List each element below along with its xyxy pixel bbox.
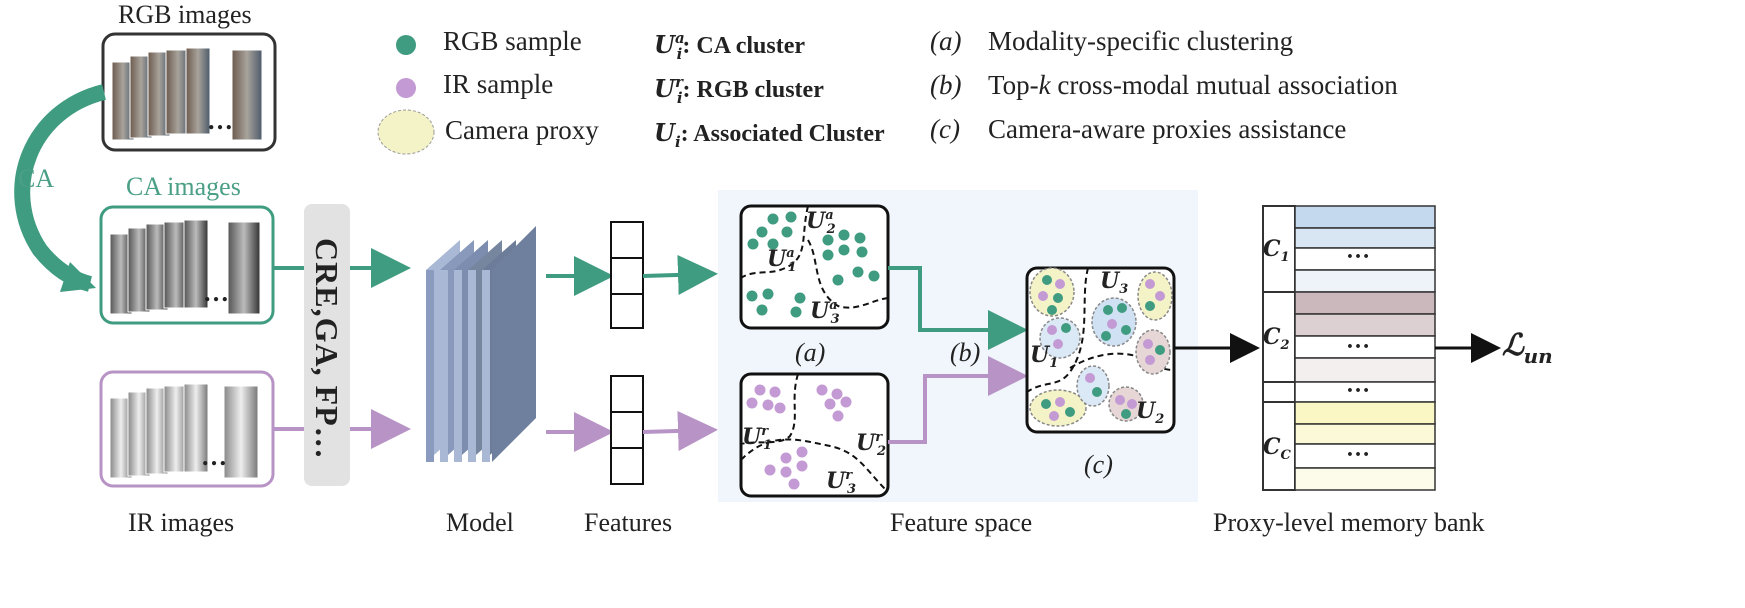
ca-images-title: CA images [126, 172, 241, 201]
legend-a-text: Modality-specific clustering [988, 26, 1294, 56]
features-label: Features [584, 508, 673, 537]
legend-camera-proxy: Camera proxy [445, 115, 599, 145]
legend-c-text: Camera-aware proxies assistance [988, 114, 1347, 144]
loss-label: ℒun [1502, 328, 1553, 368]
rgb-ellipsis: … [207, 106, 233, 135]
feature-to-ir-cluster-arrow [642, 410, 718, 451]
ca-ellipsis: … [203, 278, 229, 307]
ir-ellipsis: … [201, 442, 227, 471]
legend-b-tag: (b) [930, 70, 962, 100]
cluster-label-u2r: Ur2 [856, 430, 887, 459]
cluster-label-u3a: Ua3 [810, 298, 840, 327]
model-label: Model [446, 508, 514, 537]
feature-vector-ca [610, 221, 644, 329]
legend-b-text: Top-k cross-modal mutual association [988, 70, 1398, 100]
cluster-label-u2: U2 [1136, 398, 1165, 427]
memory-cc-label: CC [1263, 434, 1291, 463]
panel-c-label: (c) [1084, 450, 1113, 479]
ca-arrow-head [60, 262, 96, 292]
memory-dots-3: … [1346, 372, 1370, 398]
augmentation-box [304, 204, 350, 486]
cluster-label-u3: U3 [1100, 268, 1129, 297]
panel-b-label: (b) [950, 338, 981, 367]
memory-c2-label: C2 [1263, 324, 1290, 353]
augmentation-label: CRE,GA, FP… [309, 238, 345, 460]
cluster-label-u1r: Ur1 [742, 424, 773, 453]
ca-to-assoc-arrow [888, 266, 1028, 350]
ca-cluster-panel [739, 204, 890, 330]
ir-images-box [99, 370, 275, 488]
legend-a-tag: (a) [930, 26, 962, 56]
legend-ir-dot [396, 78, 416, 98]
cluster-label-u1a: Ua1 [767, 246, 797, 275]
legend-ca-cluster: Uai: CA cluster [654, 29, 806, 63]
ir-images-title: IR images [128, 508, 235, 537]
ir-to-assoc-arrow [888, 356, 1028, 444]
legend-c-tag: (c) [930, 114, 960, 144]
cluster-label-u1: U1 [1030, 342, 1059, 371]
legend-rgb-sample: RGB sample [443, 26, 582, 56]
memory-c1-label: C1 [1263, 236, 1290, 265]
feature-vector-ir [610, 375, 644, 485]
legend-rgb-cluster: Uri: RGB cluster [654, 73, 824, 107]
feature-to-ca-cluster-arrow [642, 254, 718, 295]
associated-cluster-panel [1025, 266, 1176, 434]
memory-dots-4: … [1346, 436, 1370, 462]
ca-images-box [99, 205, 275, 325]
memory-bank [1262, 205, 1436, 491]
legend-ir-sample: IR sample [443, 69, 554, 99]
assoc-samples [1038, 275, 1165, 421]
rgb-image-stack [111, 47, 263, 141]
memory-bank-label: Proxy-level memory bank [1213, 508, 1485, 537]
rgb-images-box [101, 32, 277, 152]
memory-dots-1: … [1346, 238, 1370, 264]
rgb-images-title: RGB images [118, 0, 252, 29]
panel-a-label: (a) [795, 338, 826, 367]
ca-arrow-label: CA [18, 164, 55, 193]
model-layers [426, 226, 536, 462]
ir-cluster-panel [739, 372, 890, 498]
feature-space-label: Feature space [890, 508, 1033, 537]
legend-associated-cluster: Ui: Associated Cluster [654, 118, 885, 151]
memory-dots-2: … [1346, 328, 1370, 354]
legend-proxy-ellipse [377, 109, 435, 155]
ir-image-stack [109, 383, 259, 479]
cluster-label-u2a: Ua2 [806, 208, 836, 237]
legend-rgb-dot [396, 35, 416, 55]
cluster-label-u3r: Ur3 [826, 468, 857, 497]
ir-samples [746, 384, 852, 490]
ca-rgb-samples [746, 211, 880, 318]
ca-image-stack [109, 219, 261, 315]
